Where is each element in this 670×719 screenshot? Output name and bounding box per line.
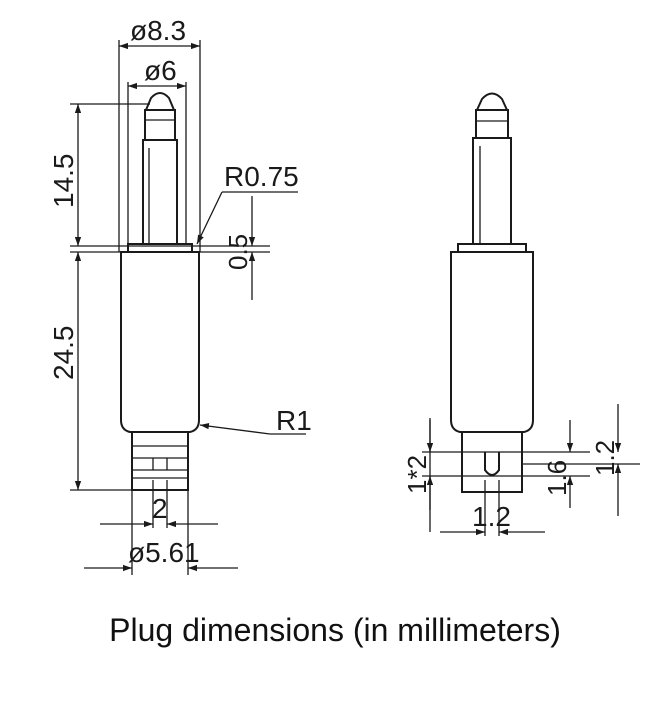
collar-height-label: 0.5: [223, 234, 253, 270]
right-dimension-lines: [422, 404, 640, 536]
groove-pitch-label: 1.6: [542, 460, 572, 496]
dimension-lines: [74, 42, 306, 572]
inner-diameter-label: ø6: [144, 55, 177, 86]
groove-width-label: 2: [152, 493, 168, 524]
plug-right-view: [450, 92, 534, 493]
body-length-label: 24.5: [48, 326, 79, 381]
extension-lines: [70, 40, 270, 575]
figure-caption: Plug dimensions (in millimeters): [109, 612, 561, 648]
fillet-radius-top-label: R0.75: [224, 161, 299, 192]
groove-top-label: 1.2: [590, 440, 620, 476]
base-diameter-label: ø5.61: [128, 537, 200, 568]
fillet-radius-bottom-label: R1: [276, 405, 312, 436]
plug-left-view: [120, 92, 200, 491]
tip-length-label: 14.5: [48, 154, 79, 209]
outer-diameter-label: ø8.3: [130, 15, 186, 46]
groove-bottom-width-label: 1.2: [472, 501, 511, 532]
groove-depth-label: 1*2: [402, 455, 432, 494]
